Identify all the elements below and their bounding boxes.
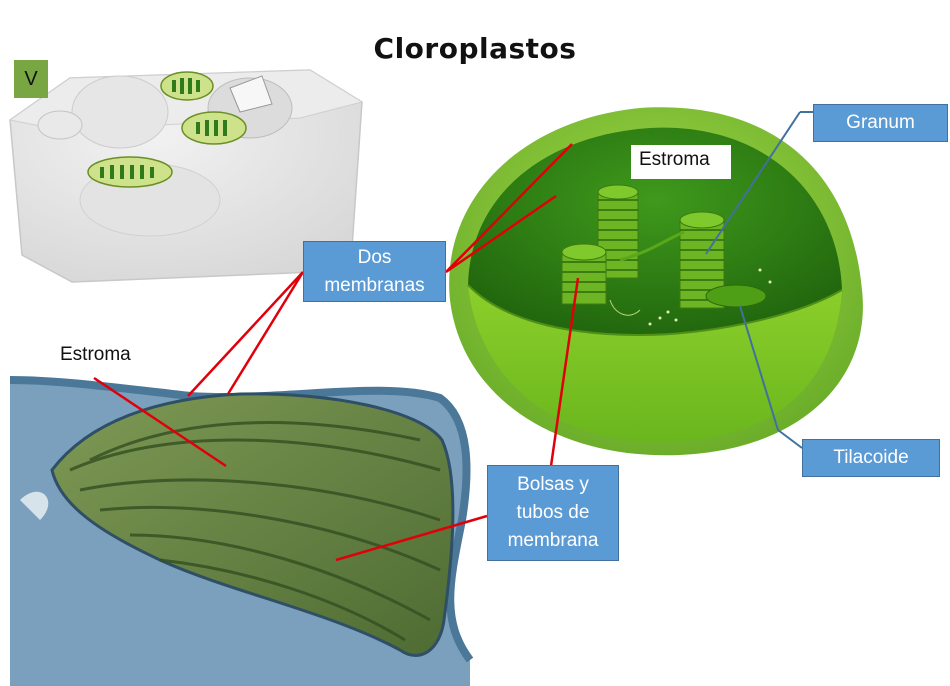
v-badge: V [14,60,48,98]
label-estroma-left: Estroma [60,344,131,365]
granum-stack-3 [561,243,607,305]
thylakoid-disc [705,284,767,308]
label-dos-membranas-line2: membranas [324,274,425,296]
label-granum-text: Granum [846,112,915,133]
label-granum: Granum [813,104,948,142]
label-bolsas-line3: membrana [507,530,599,551]
blue-pointer-lines [705,111,813,449]
plant-cell-illustration [8,69,364,283]
page-title: Cloroplastos [373,32,577,65]
label-dos-membranas-line1: Dos [357,246,392,268]
label-bolsas-tubos-membrana: Bolsas y tubos de membrana [487,465,619,561]
label-bolsas-line1: Bolsas y [517,474,589,495]
label-dos-membranas: Dos membranas [303,241,446,302]
label-estroma-top: Estroma [631,145,731,179]
red-pointer-lines [93,143,580,562]
chloroplast-micrograph [9,376,474,686]
label-tilacoide-text: Tilacoide [833,447,909,468]
label-tilacoide: Tilacoide [802,439,940,477]
label-estroma-top-text: Estroma [639,149,710,170]
label-bolsas-line2: tubos de [516,502,590,523]
